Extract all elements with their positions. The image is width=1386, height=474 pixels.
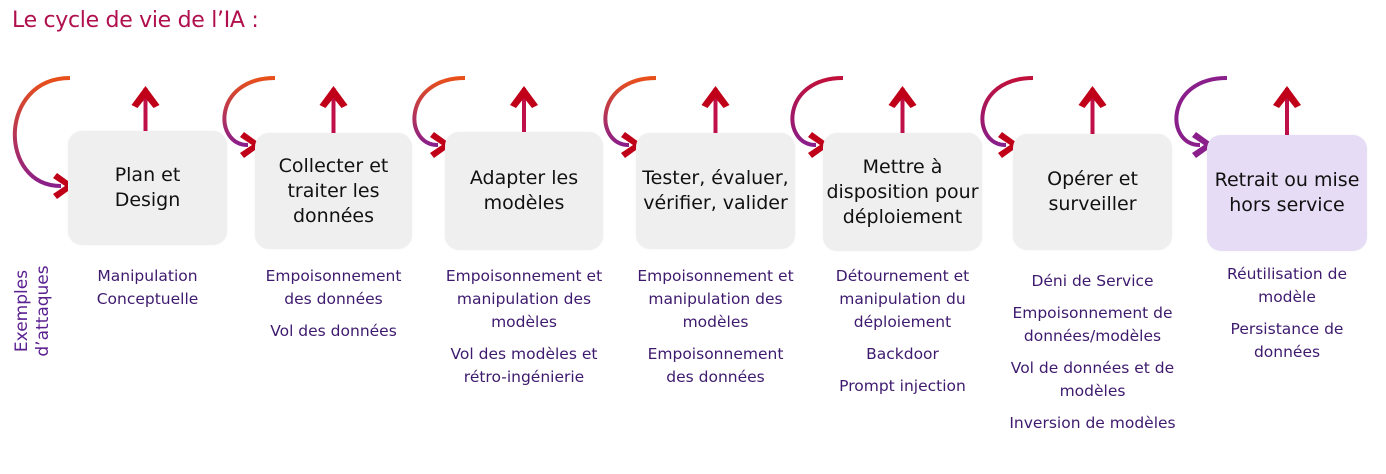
- attack-list: Empoisonnement et manipulation des modèl…: [414, 265, 634, 398]
- step-box: Opérer et surveiller: [1013, 134, 1172, 250]
- loop-arrow: [12, 76, 71, 188]
- attack-item: Empoisonnement des données: [265, 267, 402, 308]
- up-arrow-head: [701, 86, 730, 108]
- attack-item: Vol des données: [270, 322, 397, 340]
- loop-arrow-head: [1192, 132, 1214, 158]
- up-arrow-head: [888, 86, 917, 108]
- attack-list: Empoisonnement et manipulation des modèl…: [606, 265, 826, 398]
- loop-arrow: [222, 76, 276, 147]
- attack-list: Manipulation Conceptuelle: [38, 265, 258, 320]
- page-title: Le cycle de vie de l’IA :: [12, 8, 259, 33]
- loop-arrow: [790, 76, 844, 147]
- loop-arrow: [1174, 76, 1228, 147]
- step-label: Collecter et traiter les données: [278, 154, 389, 227]
- attack-item: Détournement et manipulation du déploiem…: [835, 267, 970, 331]
- up-arrow-head: [510, 86, 538, 108]
- step-label: Tester, évaluer, vérifier, valider: [642, 167, 789, 214]
- step-label: Adapter les modèles: [469, 167, 579, 214]
- attack-item: Vol des modèles et rétro-ingénierie: [450, 345, 598, 386]
- up-arrow-head: [131, 86, 160, 108]
- step-box: Plan et Design: [68, 131, 227, 245]
- up-arrow-head: [1078, 86, 1107, 108]
- loop-arrow-head: [430, 132, 452, 158]
- loop-arrow: [603, 76, 657, 147]
- step-box: Retrait ou mise hors service: [1207, 135, 1367, 251]
- up-arrow-head: [319, 86, 348, 108]
- step-box: Tester, évaluer, vérifier, valider: [636, 133, 795, 249]
- attack-item: Empoisonnement et manipulation des modèl…: [445, 267, 603, 331]
- attack-item: Empoisonnement de données/modèles: [1012, 304, 1173, 345]
- step-label: Retrait ou mise hors service: [1214, 169, 1360, 216]
- loop-arrow-head: [53, 173, 75, 199]
- attack-item: Vol de données et de modèles: [1010, 359, 1175, 400]
- step-label: Plan et Design: [114, 164, 181, 211]
- up-arrow-head: [1273, 86, 1301, 108]
- loop-arrow-head: [240, 132, 262, 158]
- step-box: Adapter les modèles: [445, 132, 603, 250]
- attack-item: Persistance de données: [1230, 320, 1344, 361]
- attack-item: Prompt injection: [839, 377, 966, 395]
- loop-arrow-head: [998, 132, 1020, 158]
- attack-item: Inversion de modèles: [1009, 414, 1176, 432]
- attack-item: Déni de Service: [1031, 272, 1154, 290]
- loop-arrow: [980, 76, 1034, 147]
- loop-arrow-head: [808, 132, 830, 158]
- attack-item: Réutilisation de modèle: [1227, 265, 1347, 306]
- loop-arrow-head: [621, 132, 643, 158]
- step-label: Mettre à disposition pour déploiement: [826, 155, 979, 228]
- step-box: Collecter et traiter les données: [255, 133, 412, 249]
- loop-arrow: [412, 76, 466, 147]
- step-box: Mettre à disposition pour déploiement: [823, 133, 982, 251]
- attack-item: Backdoor: [866, 345, 939, 363]
- attack-item: Manipulation Conceptuelle: [96, 267, 199, 308]
- attack-item: Empoisonnement des données: [647, 345, 784, 386]
- step-label: Opérer et surveiller: [1047, 168, 1138, 215]
- attack-item: Empoisonnement et manipulation des modèl…: [637, 267, 794, 331]
- attack-list: Détournement et manipulation du déploiem…: [793, 265, 1013, 407]
